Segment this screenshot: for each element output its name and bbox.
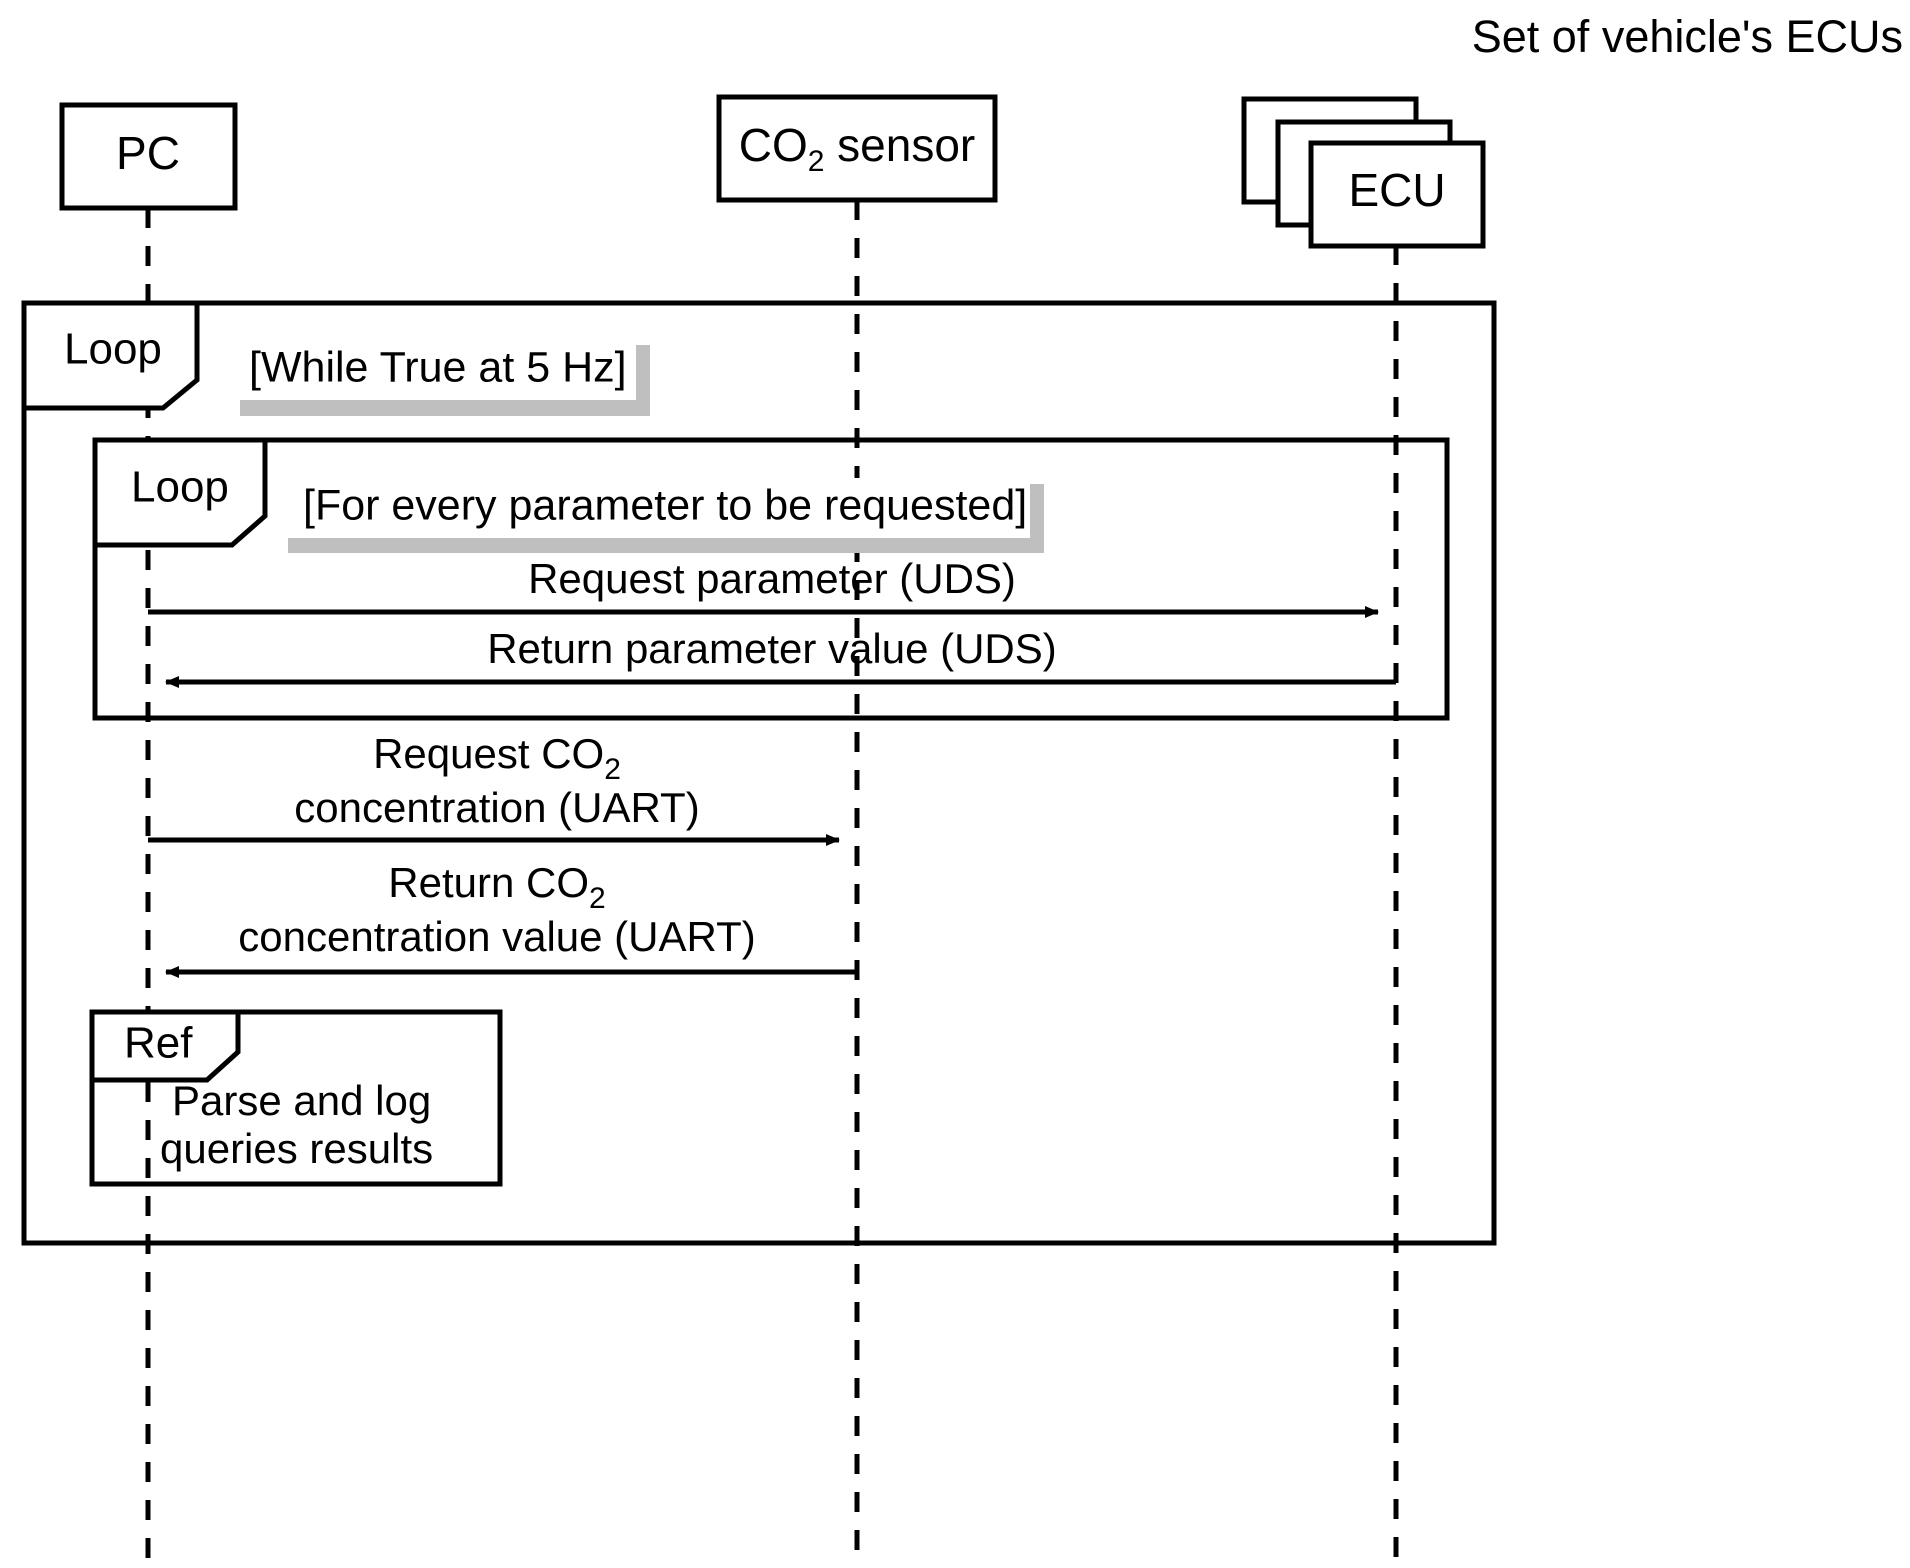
co2-label-tail: sensor [824,119,975,171]
message-label-return-co2-line1: Return CO2 [388,859,605,915]
msg4-subscript: 2 [589,882,606,915]
co2-label-main: CO [739,119,808,171]
participant-label-pc: PC [116,127,180,179]
fragment-label-ref: Ref [124,1019,193,1068]
fragment-ref-body-line2: queries results [160,1125,433,1172]
fragment-tab-inner-loop [92,437,268,548]
fragment-guard-outer-loop: [While True at 5 Hz] [249,343,627,391]
fragment-inner-loop[interactable] [92,437,1450,721]
fragment-outer-loop[interactable] [21,300,1497,1246]
fragment-label-outer-loop: Loop [64,325,162,374]
msg3-subscript: 2 [604,753,621,786]
message-label-return-co2-line2: concentration value (UART) [238,913,755,960]
guard-shadow-outer-loop [240,400,650,416]
msg3-main: Request CO [373,730,604,777]
message-label-request-parameter: Request parameter (UDS) [528,555,1016,602]
ecu-group-annotation: Set of vehicle's ECUs [1472,11,1903,62]
participant-label-co2-sensor: CO2 sensor [739,119,976,178]
participant-box-ecu-front[interactable] [1308,140,1486,249]
message-label-return-parameter-value: Return parameter value (UDS) [487,625,1057,672]
message-label-request-co2-line2: concentration (UART) [294,784,699,831]
guard-shadow-inner-loop-side [1030,484,1044,548]
fragment-tab-ref [89,1009,241,1083]
guard-bg-inner-loop [280,478,1030,538]
message-label-request-co2-line1: Request CO2 [373,730,621,786]
guard-bg-outer-loop [232,340,636,400]
fragment-ref-body-line1: Parse and log [172,1077,431,1124]
guard-shadow-inner-loop [288,537,1044,553]
fragment-tab-outer-loop [21,300,200,411]
participant-box-pc[interactable] [59,102,238,211]
guard-shadow-outer-loop-side [636,345,650,411]
fragment-guard-inner-loop: [For every parameter to be requested] [303,481,1027,529]
co2-label-subscript: 2 [808,145,825,178]
participant-box-co2-sensor[interactable] [716,94,998,203]
participant-label-ecu: ECU [1348,164,1445,216]
fragment-label-inner-loop: Loop [131,463,229,512]
msg4-main: Return CO [388,859,589,906]
